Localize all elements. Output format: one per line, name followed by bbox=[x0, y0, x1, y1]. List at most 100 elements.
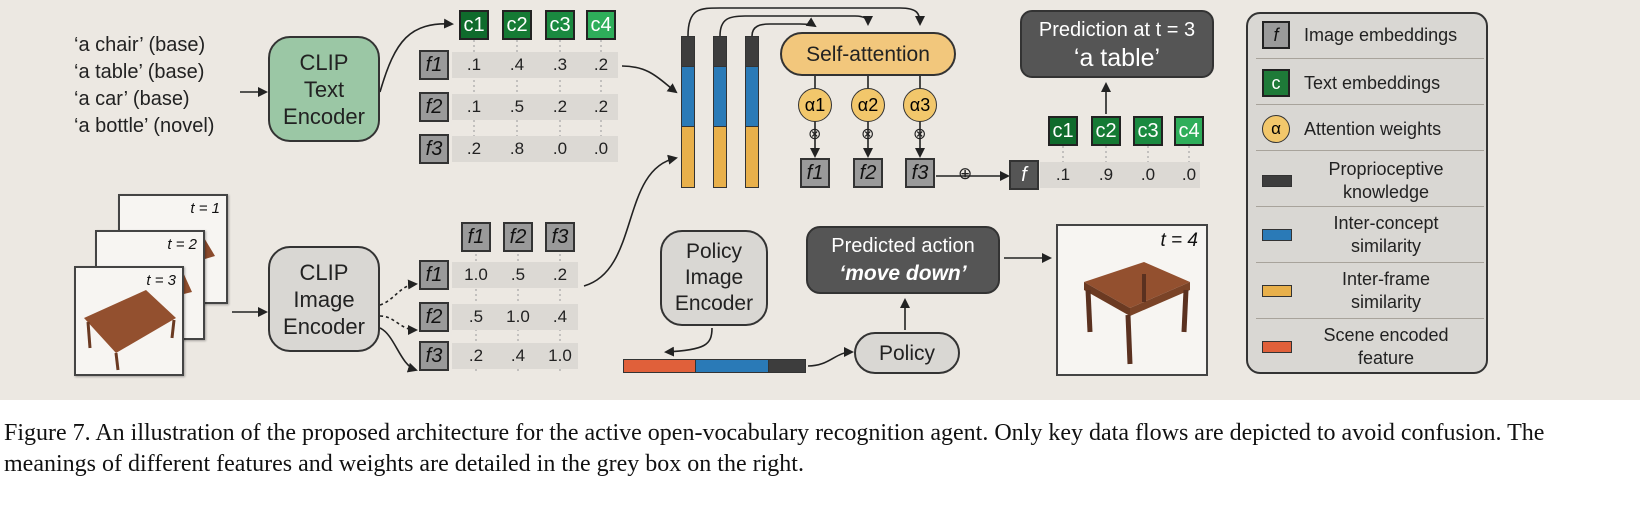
add-op: ⊕ bbox=[958, 164, 973, 183]
text-sim-cell: .8 bbox=[509, 139, 525, 158]
text-sim-cell: .0 bbox=[552, 139, 568, 158]
prediction-value: ‘a table’ bbox=[1073, 44, 1161, 72]
text-sim-cell: .3 bbox=[552, 55, 568, 74]
text-sim-row-strip bbox=[452, 94, 618, 120]
weighted-f2: f2 bbox=[853, 158, 883, 188]
frame-table-f3: f3 bbox=[419, 341, 449, 371]
action-value: ‘move down’ bbox=[839, 262, 967, 285]
legend-divider bbox=[1256, 262, 1484, 263]
prediction-box: Prediction at t = 3 ‘a table’ bbox=[1020, 10, 1214, 78]
pred-c2: c2 bbox=[1091, 116, 1121, 146]
text-embed-c3: c3 bbox=[545, 10, 575, 40]
frame-table-head-f3: f3 bbox=[545, 222, 575, 252]
alpha-3: α3 bbox=[903, 88, 937, 122]
clip-text-line-2: Text bbox=[303, 76, 345, 102]
legend-row: Inter-frame similarity bbox=[1262, 268, 1482, 314]
fused-score-cell: .0 bbox=[1181, 165, 1197, 184]
text-sim-row-strip bbox=[452, 136, 618, 162]
text-embed-c4: c4 bbox=[586, 10, 616, 40]
text-sim-cell: .4 bbox=[509, 55, 525, 74]
frame-sim-cell: .2 bbox=[552, 265, 568, 284]
legend-label: Attention weights bbox=[1304, 118, 1442, 139]
pred-c1: c1 bbox=[1048, 116, 1078, 146]
frame-sim-row-strip bbox=[452, 262, 578, 288]
text-sim-cell: .2 bbox=[593, 55, 609, 74]
frame-table-f1: f1 bbox=[419, 260, 449, 290]
text-embedding-icon: c bbox=[1262, 69, 1290, 97]
clip-text-line-3: Encoder bbox=[283, 103, 365, 129]
prompt-car: ‘a car’ (base) bbox=[74, 88, 190, 110]
legend-label: Proprioceptive knowledge bbox=[1328, 159, 1444, 202]
color-swatch-icon bbox=[1262, 285, 1292, 297]
prediction-title: Prediction at t = 3 bbox=[1038, 19, 1196, 41]
prompt-table: ‘a table’ (base) bbox=[74, 61, 205, 83]
text-table-f3: f3 bbox=[419, 134, 449, 164]
figure-caption: Figure 7. An illustration of the propose… bbox=[4, 420, 1545, 477]
clip-text-encoder: CLIP Text Encoder bbox=[268, 36, 380, 142]
frame-sim-row-strip bbox=[452, 343, 578, 369]
legend-row: Scene encoded feature bbox=[1262, 324, 1482, 370]
fused-f: f bbox=[1009, 160, 1039, 190]
prompt-chair: ‘a chair’ (base) bbox=[74, 34, 206, 56]
self-attention-label: Self-attention bbox=[806, 42, 930, 66]
policy-image-encoder: Policy Image Encoder bbox=[660, 230, 768, 326]
predicted-action-box: Predicted action ‘move down’ bbox=[806, 226, 1000, 294]
legend-label: Text embeddings bbox=[1304, 72, 1441, 93]
table-image bbox=[84, 290, 176, 371]
figure-panel: ‘a chair’ (base) ‘a table’ (base) ‘a car… bbox=[0, 0, 1640, 400]
text-table-f2: f2 bbox=[419, 92, 449, 122]
legend-row: Inter-concept similarity bbox=[1262, 212, 1482, 258]
text-sim-cell: .1 bbox=[466, 55, 482, 74]
frame-label-t2: t = 2 bbox=[167, 236, 197, 253]
color-swatch-icon bbox=[1262, 341, 1292, 353]
frame-sim-cell: 1.0 bbox=[506, 307, 530, 326]
fused-score-cell: .9 bbox=[1098, 165, 1114, 184]
frame-sim-cell: 1.0 bbox=[464, 265, 488, 284]
multiply-op: ⊗ bbox=[808, 126, 822, 143]
text-sim-row-strip bbox=[452, 52, 618, 78]
text-sim-cell: .0 bbox=[593, 139, 609, 158]
frame-table-head-f2: f2 bbox=[503, 222, 533, 252]
policy-encoder-line-2: Image bbox=[684, 266, 744, 289]
fused-score-cell: .1 bbox=[1055, 165, 1071, 184]
text-sim-cell: .2 bbox=[593, 97, 609, 116]
clip-image-encoder: CLIP Image Encoder bbox=[268, 246, 380, 352]
self-attention-box: Self-attention bbox=[780, 32, 956, 76]
frame-sim-cell: .2 bbox=[468, 346, 484, 365]
legend-divider bbox=[1256, 150, 1484, 151]
legend-label: Inter-frame similarity bbox=[1341, 269, 1431, 312]
frame-sim-cell: .5 bbox=[468, 307, 484, 326]
clip-text-line-1: CLIP bbox=[299, 49, 349, 75]
frame-label-t1: t = 1 bbox=[190, 200, 220, 217]
legend-row: Proprioceptive knowledge bbox=[1262, 158, 1482, 204]
prompt-bottle: ‘a bottle’ (novel) bbox=[74, 115, 215, 137]
policy-box: Policy bbox=[854, 332, 960, 374]
clip-image-line-1: CLIP bbox=[299, 259, 349, 285]
legend-label: Inter-concept similarity bbox=[1333, 213, 1439, 256]
weighted-f3: f3 bbox=[905, 158, 935, 188]
frame-sim-cell: .4 bbox=[552, 307, 568, 326]
legend-row: c Text embeddings bbox=[1262, 66, 1482, 100]
frame-sim-cell: .4 bbox=[510, 346, 526, 365]
policy-encoder-line-1: Policy bbox=[685, 240, 743, 263]
frame-t3: t = 3 bbox=[74, 266, 184, 376]
text-table-f1: f1 bbox=[419, 50, 449, 80]
multiply-op: ⊗ bbox=[861, 126, 875, 143]
legend-divider bbox=[1256, 58, 1484, 59]
text-sim-cell: .2 bbox=[552, 97, 568, 116]
alpha-1: α1 bbox=[798, 88, 832, 122]
legend-divider bbox=[1256, 104, 1484, 105]
legend-divider bbox=[1256, 206, 1484, 207]
frame-sim-row-strip bbox=[452, 304, 578, 330]
text-embed-c2: c2 bbox=[502, 10, 532, 40]
image-embedding-icon: f bbox=[1262, 21, 1290, 49]
text-sim-cell: .2 bbox=[466, 139, 482, 158]
policy-encoder-line-3: Encoder bbox=[674, 292, 754, 315]
color-swatch-icon bbox=[1262, 229, 1292, 241]
frame-table-f2: f2 bbox=[419, 302, 449, 332]
frame-label-t3: t = 3 bbox=[146, 272, 176, 289]
frame-label-t4: t = 4 bbox=[1160, 230, 1199, 251]
color-swatch-icon bbox=[1262, 175, 1292, 187]
